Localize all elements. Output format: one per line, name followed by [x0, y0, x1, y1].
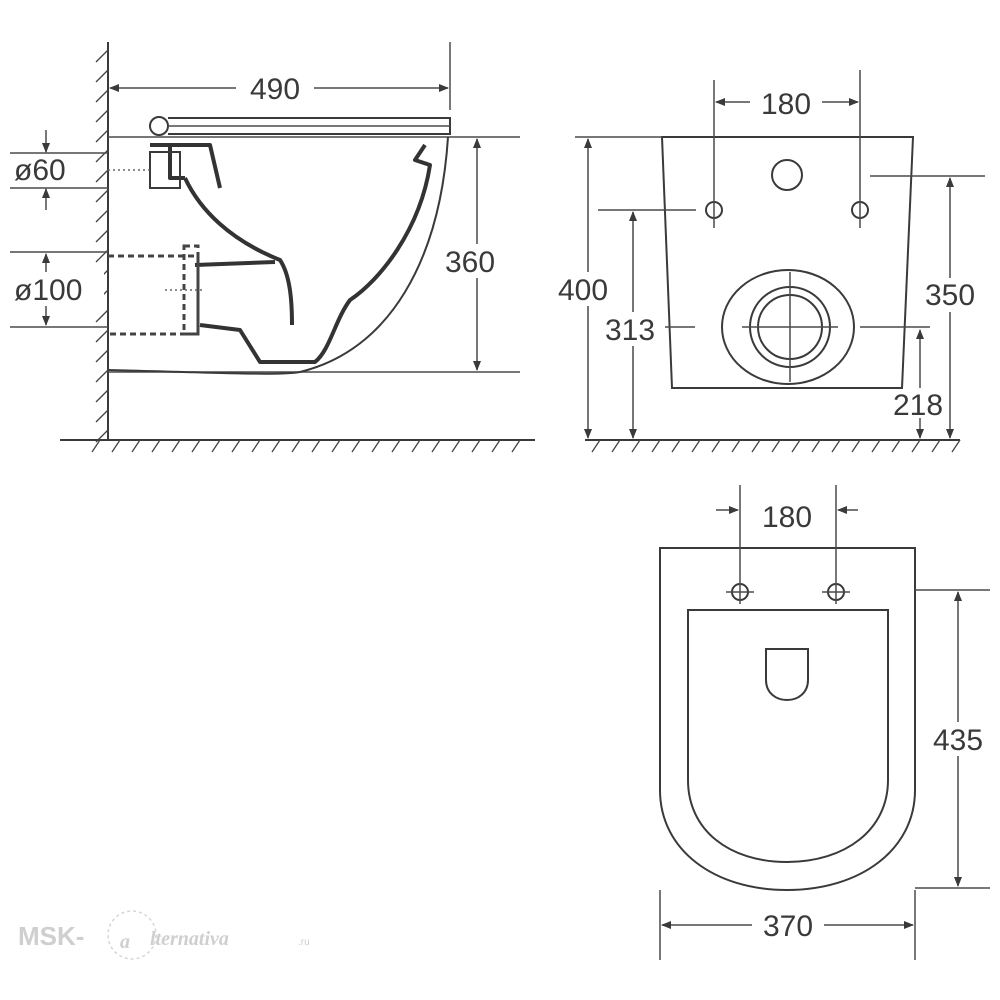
dim-313: 313	[605, 314, 655, 347]
rear-floor-hatching	[591, 439, 961, 453]
watermark-circle-icon	[107, 910, 157, 960]
watermark-left-text: MSK-	[18, 921, 84, 951]
wall-hatching	[95, 49, 109, 443]
dim-490: 490	[250, 73, 300, 106]
trap-lower	[194, 260, 276, 267]
dim-218: 218	[893, 389, 943, 422]
trap-upper	[150, 143, 294, 326]
watermark-right-text: lternativa	[150, 928, 229, 950]
dim-435: 435	[933, 724, 983, 757]
watermark-logo-letter: a	[120, 931, 130, 953]
bowl-inner	[199, 143, 432, 364]
rear-body	[660, 136, 915, 389]
outlet-flange	[721, 269, 855, 385]
bowl-outer	[107, 136, 449, 375]
seat-opening	[687, 609, 889, 864]
top-outer-contour	[659, 547, 916, 892]
watermark-tld: .ru	[298, 937, 310, 948]
dim-370: 370	[763, 910, 813, 943]
top-view: 180 435 370	[659, 485, 992, 960]
rear-view: 180 400 313 350 218	[552, 70, 985, 453]
drain-outlet-dashed	[108, 254, 200, 336]
top-dim-180: 180	[762, 501, 812, 534]
dim-diam-100: ø100	[14, 274, 82, 307]
rear-dim-180: 180	[761, 88, 811, 121]
watermark-logo: MSK- a lternativa .ru	[18, 910, 310, 960]
hinge-icon	[149, 116, 169, 136]
dim-400: 400	[558, 274, 608, 307]
water-inlet	[149, 151, 181, 189]
dim-360: 360	[445, 246, 495, 279]
side-view: 490 360 ø60 ø100	[10, 42, 535, 453]
dim-350: 350	[925, 279, 975, 312]
floor-hatching	[91, 439, 521, 453]
inlet-hole	[771, 159, 803, 191]
dim-diam-60: ø60	[14, 154, 66, 187]
flush-hole	[765, 648, 809, 702]
